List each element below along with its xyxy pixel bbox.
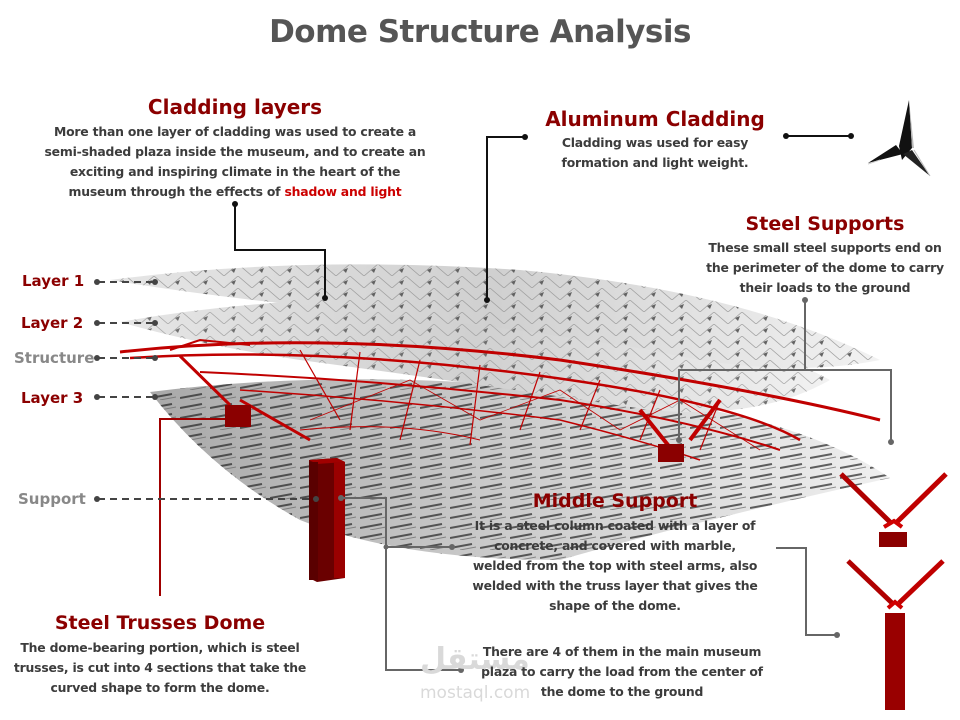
middle-support-heading: Middle Support	[532, 490, 698, 512]
text-line: There are 4 of them in the main museum	[482, 644, 762, 659]
peripheral-support-blocks	[225, 405, 684, 462]
text-line: exciting and inspiring climate in the he…	[69, 164, 401, 179]
text-line: shape of the dome.	[549, 598, 681, 613]
leader-middle-support-detail	[776, 547, 837, 636]
text-line: Cladding was used for easy	[561, 135, 749, 150]
watermark-latin: mostaql.com	[420, 683, 531, 703]
cladding-layer-1	[110, 264, 880, 368]
leader-middle-support	[341, 497, 452, 548]
text-line: plaza to carry the load from the center …	[481, 664, 763, 679]
watermark-arabic: مستقل	[420, 642, 530, 677]
aluminum-cladding-text: Cladding was used for easy formation and…	[530, 133, 780, 173]
page-title: Dome Structure Analysis	[269, 14, 691, 50]
tri-blade-cladding-icon	[867, 100, 931, 177]
steel-supports-heading: Steel Supports	[745, 213, 905, 235]
steel-trusses-dome-heading: Steel Trusses Dome	[54, 612, 266, 634]
leader-lines-black	[234, 135, 851, 300]
highlight-shadow-and-light: shadow and light	[284, 184, 402, 199]
text-line: It is a steel column coated with a layer…	[474, 518, 756, 533]
layer-pointer-dots	[94, 279, 319, 502]
steel-support-detail-small	[839, 472, 948, 547]
text-line: semi-shaded plaza inside the museum, and…	[44, 144, 426, 159]
leader-dots-gray	[338, 297, 894, 673]
layer-label-layer-1: Layer 1	[22, 272, 85, 290]
leader-aluminum-cladding	[486, 136, 525, 300]
text-line: concrete, and covered with marble,	[494, 538, 736, 553]
steel-support-detail-column	[846, 559, 945, 710]
leader-steel-supports-b	[805, 369, 892, 442]
middle-support-count-text: There are 4 of them in the main museum p…	[462, 642, 782, 702]
leader-lines-gray	[341, 300, 892, 671]
cladding-layers-text: More than one layer of cladding was used…	[20, 122, 450, 202]
layer-label-structure: Structure	[14, 349, 95, 367]
text-line: More than one layer of cladding was used…	[53, 124, 417, 139]
leader-steel-supports-a	[678, 300, 806, 440]
leader-steel-trusses	[159, 418, 225, 596]
text-line: welded from the top with steel arms, als…	[472, 558, 758, 573]
text-line: their loads to the ground	[739, 280, 911, 295]
text-line: the perimeter of the dome to carry	[706, 260, 944, 275]
text-line: the dome to the ground	[540, 684, 704, 699]
aluminum-cladding-heading: Aluminum Cladding	[545, 107, 765, 131]
leader-dots-black	[232, 133, 854, 303]
text-line: These small steel supports end on	[708, 240, 942, 255]
layer-label-layer-2: Layer 2	[21, 314, 84, 332]
layer-label-support: Support	[18, 490, 86, 508]
leader-cladding-layers	[234, 204, 326, 298]
steel-trusses-dome-text: The dome-bearing portion, which is steel…	[5, 638, 315, 698]
middle-support-column	[309, 458, 345, 582]
middle-support-text: It is a steel column coated with a layer…	[455, 516, 775, 616]
text-line: trusses, is cut into 4 sections that tak…	[13, 660, 307, 675]
text-line: formation and light weight.	[561, 155, 749, 170]
layer-label-layer-3: Layer 3	[21, 389, 84, 407]
text-line: curved shape to form the dome.	[50, 680, 270, 695]
text-line: The dome-bearing portion, which is steel	[20, 640, 300, 655]
text-line: welded with the truss layer that gives t…	[472, 578, 758, 593]
text-prefix: museum through the effects of	[68, 184, 285, 199]
cladding-layers-heading: Cladding layers	[147, 95, 323, 119]
leader-middle-support-count	[385, 547, 461, 671]
layer-pointer-lines	[98, 281, 316, 500]
text-line: museum through the effects of shadow and…	[20, 182, 450, 202]
steel-supports-text: These small steel supports end on the pe…	[690, 238, 960, 298]
